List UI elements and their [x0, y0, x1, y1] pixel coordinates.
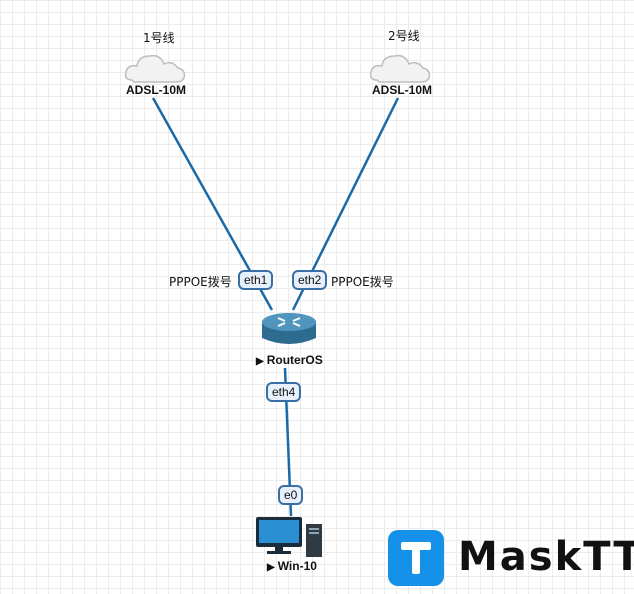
port-eth1[interactable]: eth1	[238, 270, 274, 290]
cloud2-caption: 2号线	[388, 29, 420, 43]
cloud-icon[interactable]	[124, 54, 186, 83]
port-eth2[interactable]: eth2	[292, 270, 328, 290]
port-e0[interactable]: e0	[278, 485, 304, 505]
computer-icon[interactable]	[256, 517, 322, 557]
router-icon[interactable]	[262, 313, 316, 344]
port-eth4[interactable]: eth4	[266, 382, 302, 402]
masktt-logo: MaskTT	[388, 530, 634, 590]
logo-badge	[388, 530, 444, 586]
logo-text: MaskTT	[458, 534, 634, 580]
expand-triangle-icon[interactable]: ▶	[267, 562, 275, 573]
cloud1-caption: 1号线	[143, 31, 175, 45]
expand-triangle-icon[interactable]: ▶	[256, 356, 264, 367]
router-name: RouterOS	[266, 353, 323, 367]
cloud2-name[interactable]: ADSL-10M	[372, 83, 433, 97]
router-label[interactable]: ▶RouterOS	[256, 353, 323, 367]
cloud-icon[interactable]	[369, 54, 431, 83]
pc-label[interactable]: ▶Win-10	[267, 559, 317, 573]
link-label-right: PPPOE拨号	[331, 275, 394, 289]
link-label-left: PPPOE拨号	[169, 275, 232, 289]
cloud1-name[interactable]: ADSL-10M	[126, 83, 187, 97]
pc-name: Win-10	[277, 559, 317, 573]
logo-t-icon	[401, 542, 431, 574]
